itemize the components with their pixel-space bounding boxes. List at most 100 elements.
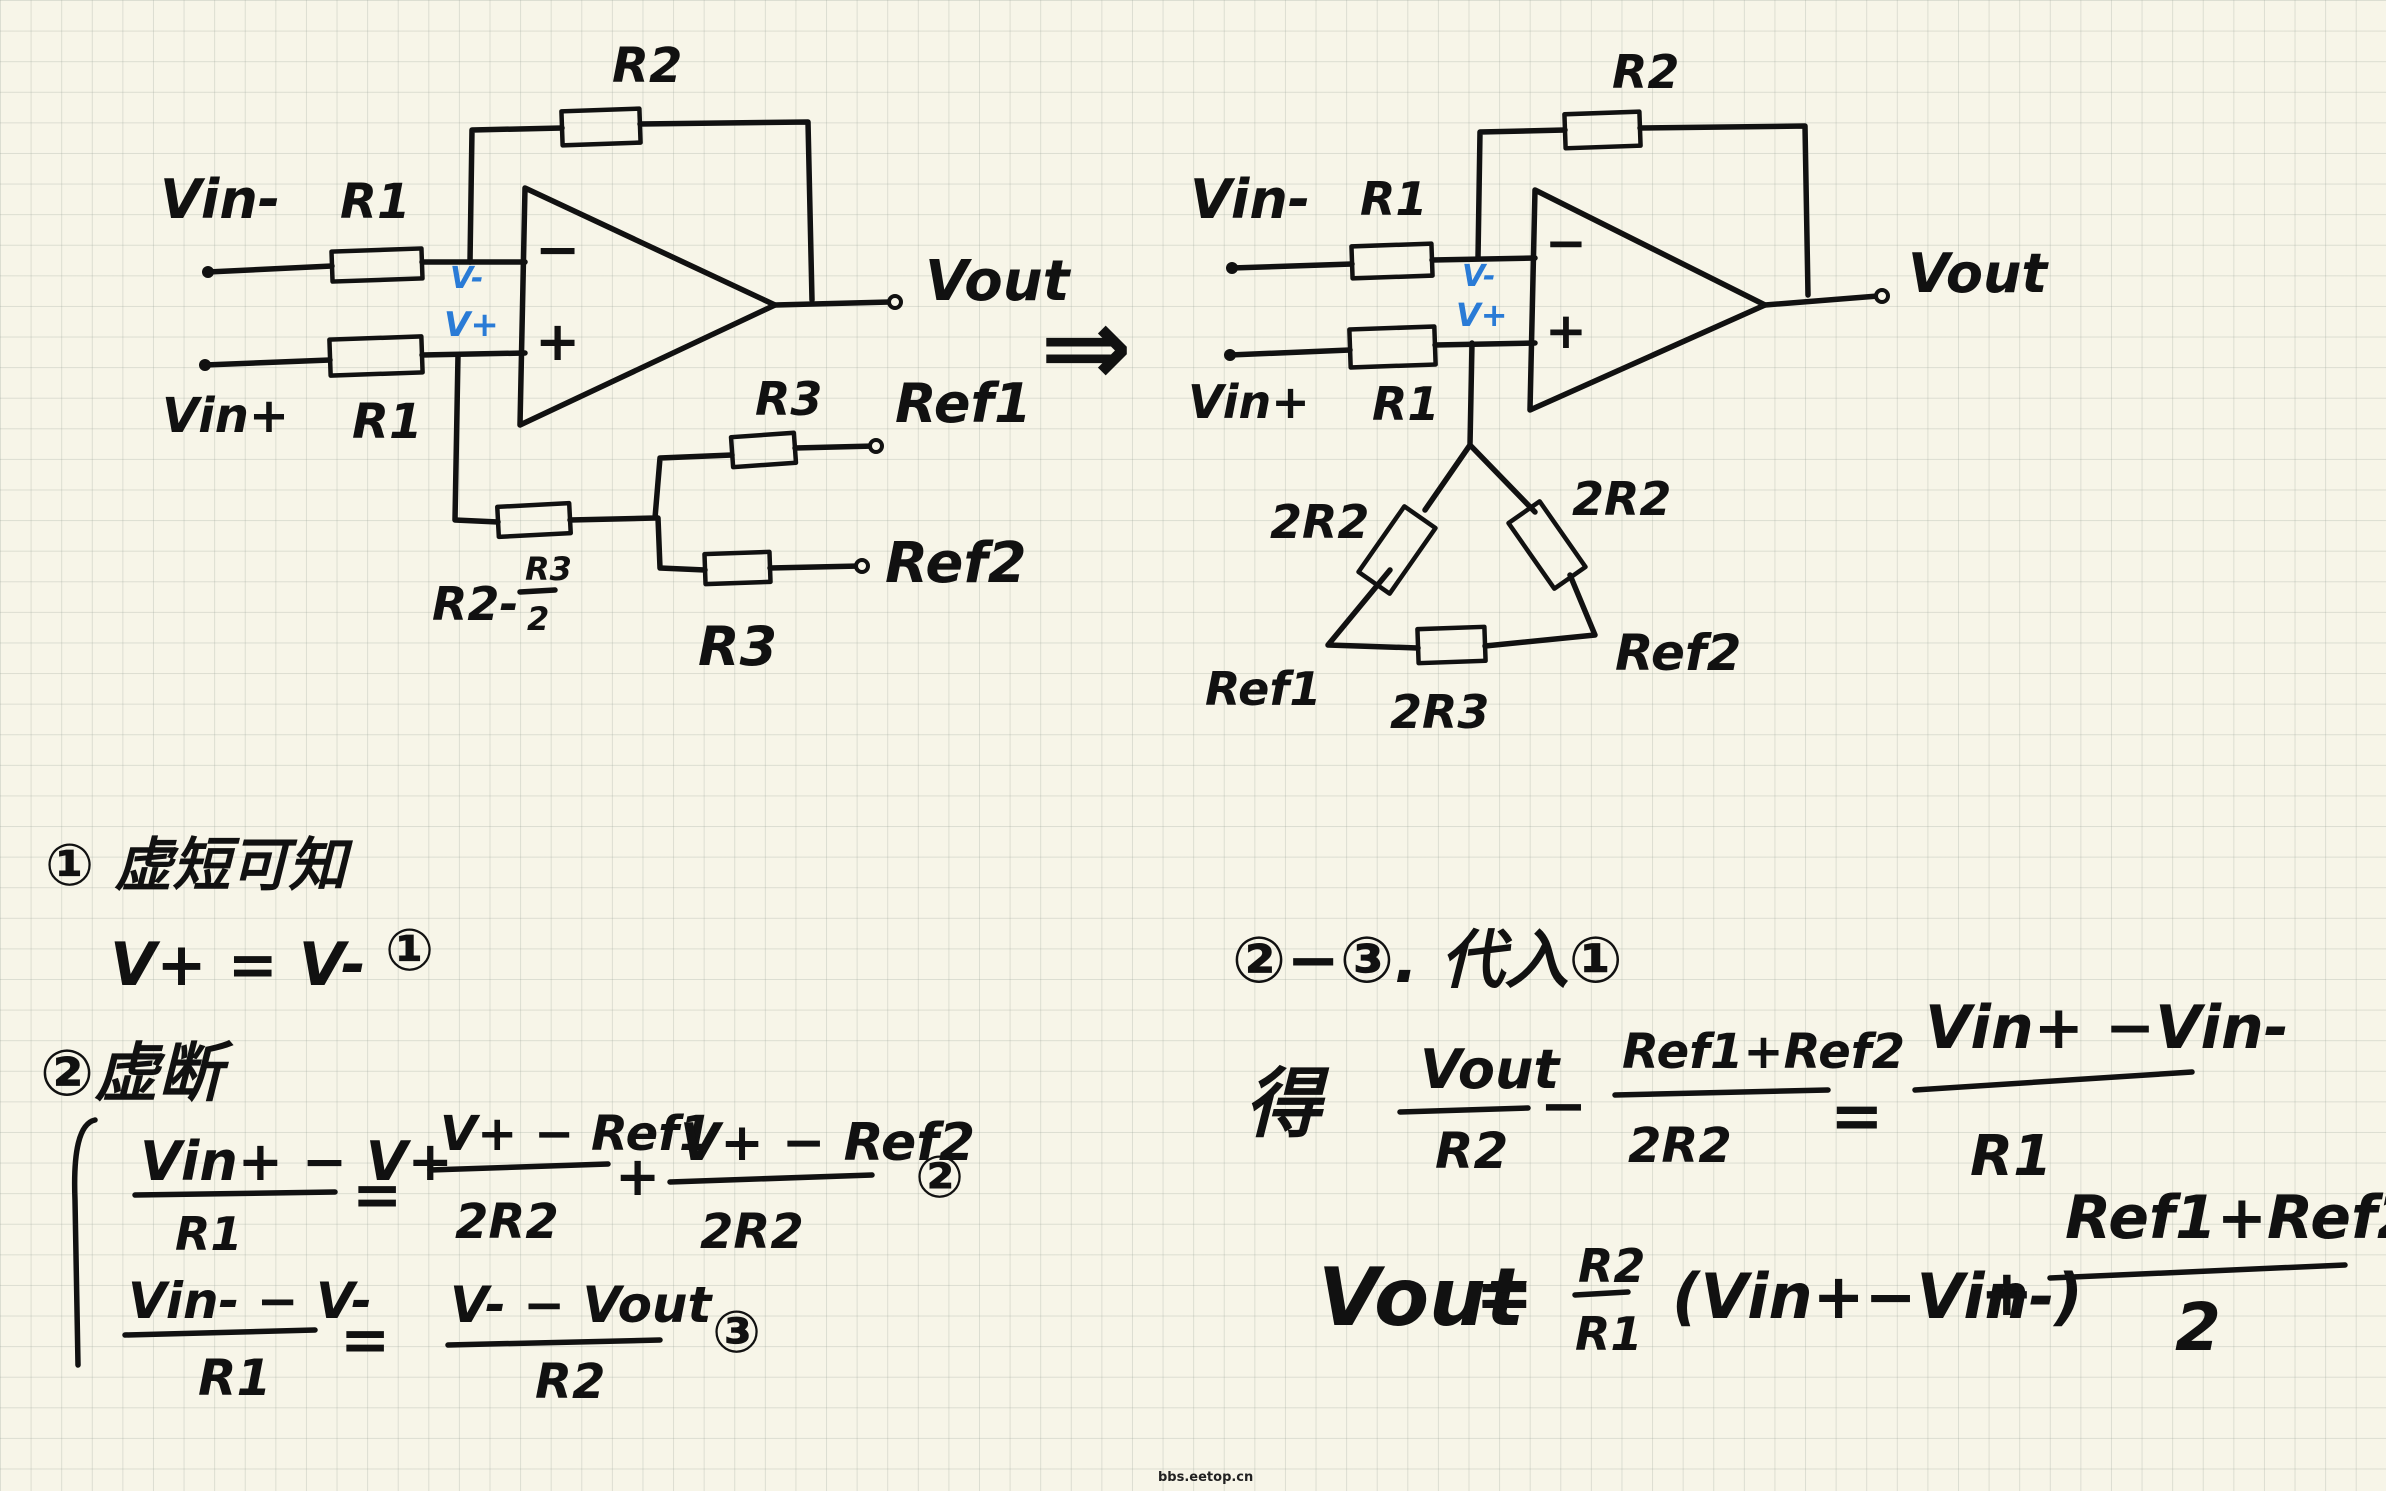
left-ref2-terminal bbox=[854, 558, 870, 574]
right-r2-resistor bbox=[1562, 109, 1643, 151]
eq2-a-den: R1 bbox=[175, 1207, 242, 1261]
right-vminus-label: V- bbox=[1462, 259, 1496, 294]
right-vout-terminal bbox=[1874, 288, 1890, 304]
left-opamp bbox=[517, 185, 778, 428]
eq1: V+ = V- bbox=[110, 930, 366, 1000]
right-2r3-label: 2R3 bbox=[1390, 685, 1489, 739]
right-r1-top-resistor bbox=[1349, 241, 1435, 281]
eq3-b-num: V- − Vout bbox=[450, 1276, 714, 1334]
step1-title: ① 虚短可知 bbox=[45, 831, 353, 899]
right-vout-label: Vout bbox=[1908, 242, 2049, 305]
eq2-tag: ② bbox=[915, 1143, 964, 1211]
left-r2-label: R2 bbox=[612, 38, 682, 94]
right-r2-label: R2 bbox=[1612, 45, 1679, 99]
eq3-a-line bbox=[122, 1327, 318, 1338]
left-vout-label: Vout bbox=[925, 249, 1072, 314]
left-vin-minus-wire bbox=[205, 259, 528, 275]
eq1-tag: ① bbox=[385, 916, 434, 984]
eq2-b-den: 2R2 bbox=[455, 1194, 559, 1250]
result-de: 得 bbox=[1245, 1059, 1330, 1148]
result-h-line bbox=[2047, 1262, 2348, 1281]
right-ref2-label: Ref2 bbox=[1615, 624, 1741, 682]
right-2r3-resistor bbox=[1415, 624, 1488, 666]
eq3-tag: ③ bbox=[712, 1298, 761, 1366]
left-vplus-label: V+ bbox=[444, 305, 499, 345]
left-ref1-terminal bbox=[868, 438, 884, 454]
right-left-2r2-label: 2R2 bbox=[1270, 495, 1369, 549]
right-right-2r2-label: 2R2 bbox=[1572, 472, 1671, 526]
eq2-c-num: V+ − Ref2 bbox=[680, 1113, 975, 1173]
eq2-plus: + bbox=[615, 1145, 660, 1208]
result-h-den: 2 bbox=[2175, 1289, 2221, 1366]
result-minus: − bbox=[1540, 1074, 1587, 1139]
result-g-den: R1 bbox=[1575, 1307, 1642, 1361]
left-r1-bottom-label: R1 bbox=[352, 394, 422, 450]
left-ref2-label: Ref2 bbox=[885, 531, 1027, 596]
left-rmid-resistor bbox=[495, 500, 573, 540]
result-equals-2: = bbox=[1475, 1253, 1534, 1335]
right-feedback-wire bbox=[1475, 123, 1811, 298]
result-f2-num: Ref1+Ref2 bbox=[1622, 1024, 1905, 1080]
result-f1-num: Vout bbox=[1420, 1038, 1561, 1101]
result-head: ②−③. 代入① bbox=[1232, 924, 1623, 998]
left-r3-bottom-resistor bbox=[702, 549, 773, 587]
right-triangle-network bbox=[1325, 340, 1598, 651]
result-f2-den: 2R2 bbox=[1628, 1118, 1732, 1174]
left-r3-top-label: R3 bbox=[755, 372, 822, 426]
left-r2-resistor bbox=[559, 106, 643, 148]
equation-brace bbox=[71, 1117, 98, 1368]
transform-arrow: ⇒ bbox=[1040, 283, 1132, 411]
left-rmid-label: R2- bbox=[432, 577, 519, 631]
eq2-b-line bbox=[427, 1161, 611, 1173]
result-f1-den: R2 bbox=[1435, 1122, 1508, 1180]
right-r1-bottom-resistor bbox=[1347, 324, 1438, 370]
left-vin-minus-label: Vin- bbox=[160, 168, 280, 231]
result-equals-1: = bbox=[1830, 1080, 1884, 1154]
eq2-a-num: Vin+ − V+ bbox=[140, 1130, 453, 1193]
result-plus: + bbox=[1980, 1257, 2034, 1331]
left-feedback-wire bbox=[467, 119, 815, 303]
left-rmid-frac-den: 2 bbox=[527, 600, 549, 638]
step2-title: ②虚断 bbox=[40, 1037, 234, 1111]
right-vin-minus-wire bbox=[1229, 255, 1538, 271]
right-minus-sign: − bbox=[1545, 214, 1587, 272]
right-plus-sign: + bbox=[1545, 302, 1587, 360]
right-right-2r2-resistor bbox=[1506, 499, 1588, 591]
eq2-equals: = bbox=[352, 1160, 402, 1230]
left-r1-top-label: R1 bbox=[340, 174, 410, 230]
left-r3-bottom-label: R3 bbox=[698, 615, 777, 678]
eq2-a-line bbox=[132, 1189, 338, 1198]
result-g-num: R2 bbox=[1578, 1239, 1645, 1293]
result-f1-line bbox=[1397, 1105, 1531, 1115]
eq2-b-num: V+ − Ref1 bbox=[440, 1106, 712, 1162]
left-vin-plus-wire bbox=[202, 350, 528, 368]
left-output-wire bbox=[772, 299, 893, 308]
result-f3-num: Vin+ −Vin- bbox=[1925, 993, 2289, 1063]
result-paren: (Vin+−Vin-) bbox=[1672, 1260, 2083, 1333]
right-vin-plus-label: Vin+ bbox=[1188, 375, 1310, 429]
left-ref1-label: Ref1 bbox=[895, 372, 1032, 435]
eq3-b-den: R2 bbox=[535, 1354, 605, 1410]
left-vminus-label: V- bbox=[450, 261, 484, 296]
eq2-c-den: 2R2 bbox=[700, 1204, 804, 1260]
right-vplus-label: V+ bbox=[1456, 296, 1508, 334]
left-rmid-frac-line bbox=[517, 587, 558, 595]
left-circuit bbox=[199, 106, 903, 587]
left-vin-plus-label: Vin+ bbox=[162, 388, 289, 444]
left-minus-sign: − bbox=[535, 218, 580, 281]
left-rmid-frac-num: R3 bbox=[525, 550, 572, 588]
eq3-b-line bbox=[445, 1337, 663, 1348]
left-plus-sign: + bbox=[535, 310, 580, 373]
result-f3-line bbox=[1912, 1069, 2195, 1093]
left-r3-top-resistor bbox=[728, 430, 799, 470]
right-vin-minus-label: Vin- bbox=[1190, 168, 1310, 231]
right-output-wire bbox=[1762, 293, 1881, 308]
result-vout: Vout bbox=[1318, 1251, 1527, 1344]
left-r1-bottom-resistor bbox=[327, 334, 425, 378]
result-f3-den: R1 bbox=[1970, 1124, 2052, 1189]
eq2-c-line bbox=[667, 1172, 875, 1185]
left-ref-branch-wire bbox=[452, 352, 878, 573]
left-vout-terminal bbox=[887, 294, 903, 310]
right-r1-top-label: R1 bbox=[1360, 172, 1427, 226]
